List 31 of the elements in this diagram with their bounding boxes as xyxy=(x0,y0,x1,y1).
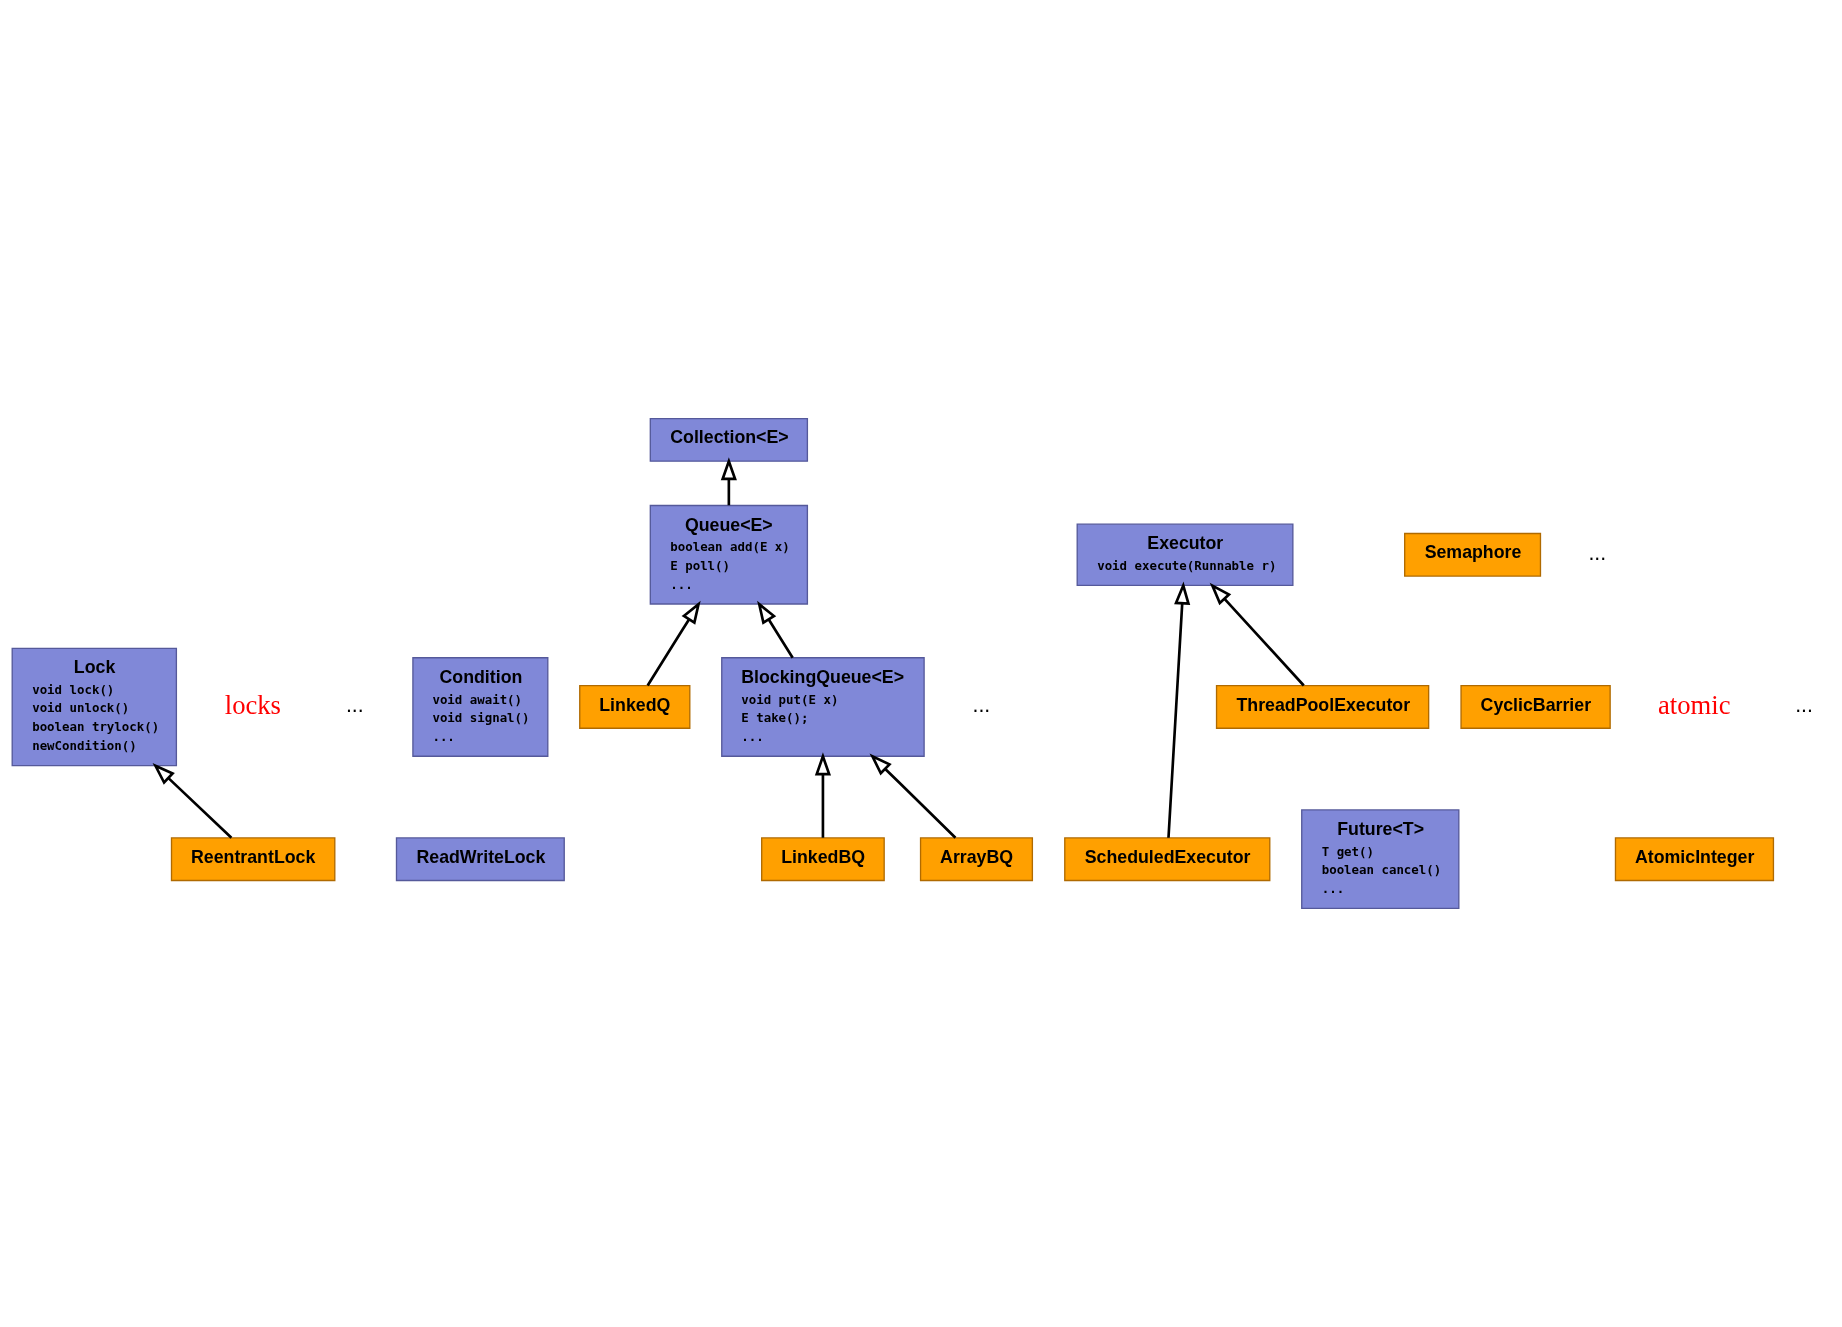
label: ... xyxy=(1795,693,1813,718)
node-box: Queue<E> boolean add(E x) E poll() ... xyxy=(649,504,809,605)
node-box: Lock void lock() void unlock() boolean trylock() newCondition() xyxy=(11,647,178,767)
arrow xyxy=(1209,582,1305,687)
arrow xyxy=(869,753,957,839)
node-box: Semaphore xyxy=(1404,532,1542,577)
node-box: ThreadPoolExecutor xyxy=(1215,685,1430,729)
label: atomic xyxy=(1658,689,1731,720)
label: locks xyxy=(224,689,281,720)
label: ... xyxy=(345,693,364,718)
arrow xyxy=(646,600,701,687)
node-box: Condition void await() void signal() ... xyxy=(412,657,549,757)
arrow xyxy=(757,600,794,659)
node-box: Executor void execute(Runnable r) xyxy=(1076,523,1294,587)
node-box: Future<T> T get() boolean cancel() ... xyxy=(1301,809,1460,910)
node-box: LinkedBQ xyxy=(761,837,885,882)
node-box: ReadWriteLock xyxy=(395,837,565,882)
node-box: Collection<E> xyxy=(649,417,809,462)
node-box: ArrayBQ xyxy=(919,837,1034,882)
node-box: BlockingQueue<E> void put(E x) E take(); ... xyxy=(721,657,925,757)
arrow xyxy=(720,457,737,506)
label: ... xyxy=(1588,541,1607,566)
label: ... xyxy=(972,693,991,718)
node-box: ReentrantLock xyxy=(170,837,336,882)
node-box: CyclicBarrier xyxy=(1460,685,1611,729)
arrow xyxy=(152,763,233,839)
arrow xyxy=(1167,581,1191,838)
node-box: AtomicInteger xyxy=(1614,837,1775,882)
node-box: LinkedQ xyxy=(579,685,691,729)
arrow xyxy=(814,752,831,838)
node-box: ScheduledExecutor xyxy=(1064,837,1271,882)
